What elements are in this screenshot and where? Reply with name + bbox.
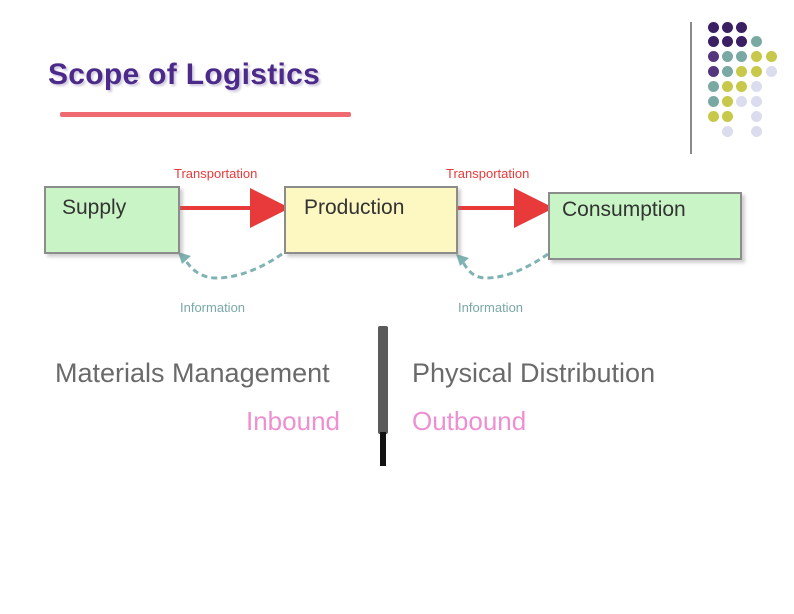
transport-label-right: Transportation: [446, 166, 530, 181]
decor-dot: [708, 66, 719, 77]
supply-box: Supply: [44, 186, 180, 254]
decor-dot: [751, 111, 762, 122]
decorative-dot-grid: [700, 18, 794, 143]
decor-dot: [708, 51, 719, 62]
decor-dot: [736, 22, 747, 33]
decor-dot: [766, 51, 777, 62]
information-label-left: Information: [180, 300, 246, 315]
decor-dot: [736, 96, 747, 107]
decor-dot: [751, 36, 762, 47]
decor-dot: [736, 36, 747, 47]
information-arrow-right: [460, 252, 549, 280]
production-label: Production: [304, 196, 405, 219]
decor-dot: [722, 51, 733, 62]
consumption-box: Consumption: [548, 192, 742, 260]
information-label-right: Information: [458, 300, 524, 315]
inbound-label: Inbound: [246, 406, 340, 436]
decor-dot: [722, 111, 733, 122]
decor-dot: [722, 81, 733, 92]
information-arrow-left: [182, 252, 283, 280]
decor-dot: [722, 96, 733, 107]
decor-dot: [751, 81, 762, 92]
information-arrow-right-head: [456, 254, 469, 266]
decor-dot: [751, 126, 762, 137]
decor-dot: [722, 22, 733, 33]
outbound-label: Outbound: [412, 406, 527, 436]
decor-dot: [708, 22, 719, 33]
section-divider: [378, 326, 388, 434]
section-divider-tail: [380, 432, 386, 466]
decor-dot: [751, 51, 762, 62]
consumption-label: Consumption: [562, 198, 686, 221]
supply-label: Supply: [62, 196, 127, 219]
decor-dot: [708, 36, 719, 47]
slide-title: Scope of Logistics: [48, 58, 321, 91]
title-underline: [60, 112, 351, 117]
decor-dot: [736, 81, 747, 92]
decor-dot: [708, 111, 719, 122]
decor-dot: [736, 66, 747, 77]
decor-dot: [766, 66, 777, 77]
decorative-vertical-line: [690, 22, 692, 154]
decor-dot: [722, 66, 733, 77]
decor-dot: [708, 81, 719, 92]
production-box: Production: [284, 186, 458, 254]
decor-dot: [751, 96, 762, 107]
information-arrow-left-head: [178, 252, 191, 264]
decor-dot: [722, 126, 733, 137]
transport-label-left: Transportation: [174, 166, 258, 181]
decor-dot: [722, 36, 733, 47]
physical-distribution-label: Physical Distribution: [412, 358, 656, 388]
decor-dot: [736, 51, 747, 62]
decor-dot: [751, 66, 762, 77]
materials-management-label: Materials Management: [55, 358, 330, 388]
decor-dot: [708, 96, 719, 107]
